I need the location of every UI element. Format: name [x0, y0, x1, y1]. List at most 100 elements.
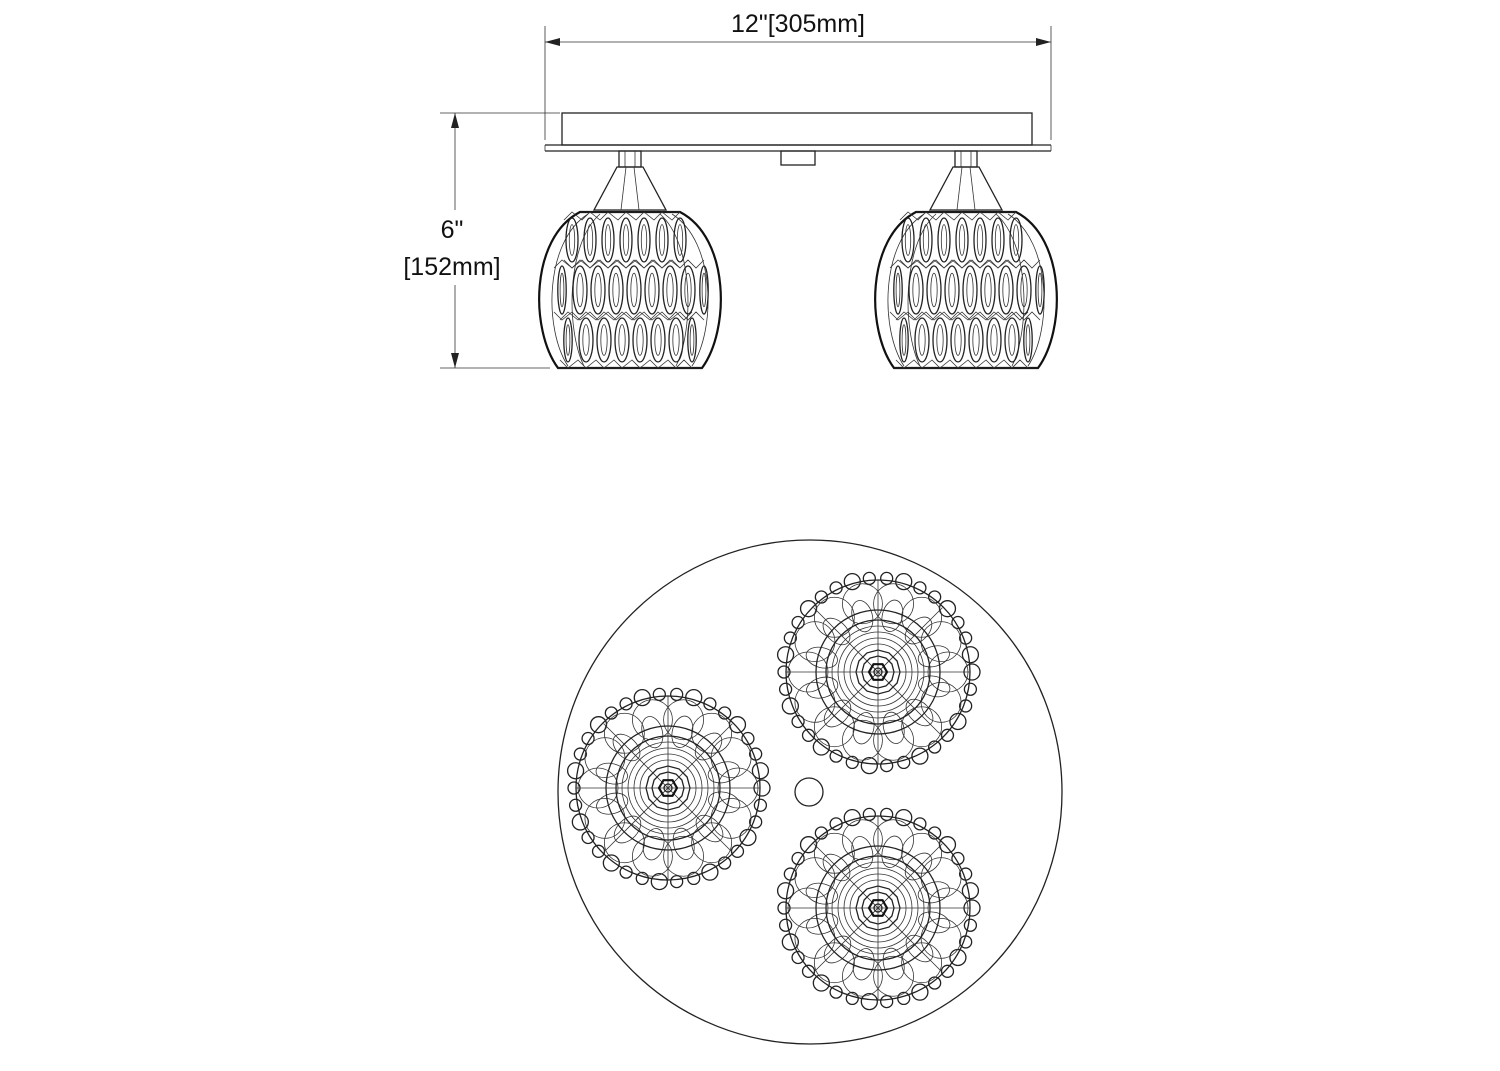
crystal-loop [842, 819, 883, 861]
crystal-loop [813, 832, 855, 874]
crystal-facet [893, 265, 903, 315]
bead [776, 882, 795, 900]
crystal-facet [590, 265, 606, 315]
crystal-loop [904, 852, 933, 881]
bead [791, 851, 805, 866]
crystal-facet [991, 217, 1005, 263]
crystal-facet [932, 317, 948, 363]
crystal-loop [873, 955, 914, 997]
crystal-loop [632, 835, 673, 877]
crystal-facet [1016, 265, 1032, 315]
crystal-loop [671, 715, 694, 748]
bead [652, 687, 666, 702]
crystal-facet [583, 217, 597, 263]
crystal-facet [1035, 265, 1045, 315]
bead [566, 762, 585, 780]
bead [940, 728, 955, 742]
plan-center-screw [794, 777, 824, 807]
bead [801, 964, 816, 978]
bead [880, 994, 894, 1009]
crystal-facet [926, 265, 942, 315]
center-hole [873, 903, 883, 913]
bead [862, 807, 876, 822]
bead [961, 646, 980, 664]
crystal-loop [596, 792, 629, 815]
bead [776, 646, 795, 664]
crystal-loop [882, 947, 905, 980]
crystal-loop [663, 699, 704, 741]
bead [911, 747, 929, 765]
plan-shade-bottom [776, 807, 981, 1011]
crystal-facet [668, 317, 684, 363]
bead [751, 762, 770, 780]
crystal-loop [881, 835, 904, 868]
crystal-facet [662, 265, 678, 315]
crystal-loop [905, 698, 934, 727]
crystal-facet [655, 217, 669, 263]
bead [635, 871, 649, 886]
crystal-loop [694, 732, 723, 761]
crystal-loop [822, 853, 851, 882]
bead [791, 615, 805, 630]
bead [717, 706, 732, 720]
crystal-facet [986, 317, 1002, 363]
bead [791, 950, 805, 965]
center-hole [873, 667, 883, 677]
bead [814, 826, 829, 840]
crystal-loop [672, 827, 695, 860]
bead [812, 974, 831, 992]
bead [568, 798, 583, 812]
crystal-loop [595, 762, 628, 785]
crystal-facet [973, 217, 987, 263]
crystal-facet [980, 265, 996, 315]
crystal-facet [572, 265, 588, 315]
crystal-facet [919, 217, 933, 263]
crystal-loop [642, 828, 665, 861]
crystal-facet [578, 317, 594, 363]
bead [791, 714, 805, 729]
crystal-loop [707, 761, 740, 784]
bead [730, 844, 745, 858]
crystal-loop [641, 716, 664, 749]
width-dimension: 12"[305mm] [544, 10, 1052, 140]
crystal-loop [905, 934, 934, 963]
bead [581, 830, 595, 845]
crystal-facet [899, 317, 909, 363]
crystal-facet [950, 317, 966, 363]
bead [717, 856, 732, 870]
bead [581, 731, 595, 746]
bead [880, 571, 894, 586]
height-label-inches: 6" [441, 216, 464, 244]
crystal-facet [563, 317, 573, 363]
bead [911, 983, 929, 1001]
crystal-facet [557, 265, 567, 315]
bead [602, 854, 621, 872]
crystal-facet [962, 265, 978, 315]
crystal-loop [632, 699, 673, 741]
plan-shade-top [776, 571, 981, 775]
crystal-facet [944, 265, 960, 315]
bead [650, 872, 668, 891]
bead [778, 918, 793, 932]
bead [927, 740, 942, 754]
bead [812, 738, 831, 756]
crystal-loop [842, 955, 883, 997]
plan-shade-left [566, 687, 771, 891]
bead [860, 756, 878, 775]
plan-view [557, 539, 1063, 1045]
height-dimension: 6" [152mm] [403, 112, 560, 369]
crystal-loop [603, 712, 645, 754]
crystal-loop [873, 583, 914, 625]
height-label-mm: [152mm] [403, 253, 500, 281]
crystal-loop [842, 583, 883, 625]
bead [845, 755, 859, 770]
crystal-facet [596, 317, 612, 363]
crystal-facet [968, 317, 984, 363]
crystal-loop [823, 935, 852, 964]
crystal-loop [852, 948, 875, 981]
crystal-facet [673, 217, 687, 263]
crystal-loop [708, 791, 741, 814]
crystal-facet [1004, 317, 1020, 363]
bead [897, 991, 911, 1006]
